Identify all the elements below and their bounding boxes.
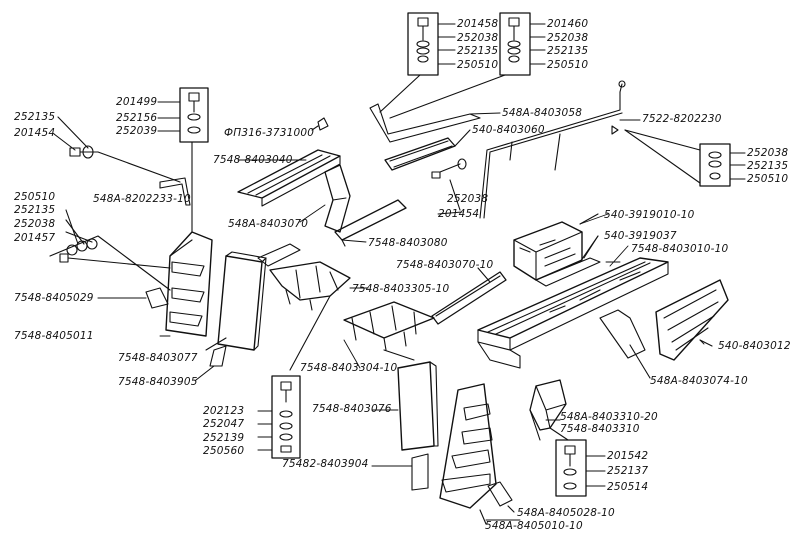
lamp-FP316 bbox=[311, 117, 329, 131]
label-7522-8202230: 7522-8202230 bbox=[642, 113, 722, 125]
panel-8403076 bbox=[397, 361, 439, 451]
panel-540-8403012 bbox=[655, 279, 729, 361]
label-7548-8403304-10: 7548-8403304-10 bbox=[300, 362, 398, 374]
label-201458: 201458 bbox=[457, 18, 499, 30]
label-7548-8403080: 7548-8403080 bbox=[368, 237, 448, 249]
label-548A-8403058: 548А-8403058 bbox=[502, 107, 583, 119]
label-7548-8403040: 7548-8403040 bbox=[213, 154, 293, 166]
label-548A-8403070: 548А-8403070 bbox=[228, 218, 309, 230]
label-252038-b: 252038 bbox=[547, 32, 589, 44]
leader-lines bbox=[159, 159, 705, 521]
label-7548-8403310: 7548-8403310 bbox=[560, 423, 640, 435]
block-8405028 bbox=[487, 481, 515, 513]
bracket-8403070 bbox=[324, 164, 351, 233]
label-252156: 252156 bbox=[116, 112, 158, 124]
label-201457: 201457 bbox=[14, 232, 56, 244]
label-252038-c: 252038 bbox=[747, 147, 789, 159]
fastener-group-left-top bbox=[53, 116, 191, 206]
label-201454-d: 201454 bbox=[438, 208, 480, 220]
footboard-8403040 bbox=[237, 149, 341, 207]
fastener-group-202123 bbox=[257, 375, 301, 459]
panel-8403074 bbox=[599, 309, 651, 379]
fastener-group-201542 bbox=[555, 439, 606, 497]
label-75482-8403904: 75482-8403904 bbox=[282, 458, 369, 470]
piece-8403905 bbox=[195, 345, 227, 381]
label-250510-c: 250510 bbox=[747, 173, 789, 185]
fastener-group-left bbox=[49, 209, 171, 291]
fastener-group-right bbox=[699, 143, 746, 187]
label-548A-8403310-20: 548А-8403310-20 bbox=[560, 411, 658, 423]
bracket-8403058 bbox=[369, 103, 501, 143]
label-201542: 201542 bbox=[607, 450, 649, 462]
label-7548-8403905: 7548-8403905 bbox=[118, 376, 198, 388]
bar-8403904 bbox=[371, 453, 429, 491]
label-202123: 202123 bbox=[203, 405, 245, 417]
fastener-group-201499 bbox=[157, 87, 209, 233]
label-540-8403060: 540-8403060 bbox=[472, 124, 545, 136]
panel-8403010 bbox=[477, 257, 669, 369]
label-252135-l2: 252135 bbox=[14, 204, 56, 216]
label-252135-a: 252135 bbox=[457, 45, 499, 57]
rod-7522-8202230 bbox=[479, 80, 701, 219]
label-540-3919037: 540-3919037 bbox=[604, 230, 677, 242]
label-201454-l: 201454 bbox=[14, 127, 56, 139]
block-8405029 bbox=[97, 287, 169, 309]
label-548A-8405028-10: 548А-8405028-10 bbox=[517, 507, 615, 519]
box-540-3919010 bbox=[513, 213, 599, 281]
label-252135-c: 252135 bbox=[747, 160, 789, 172]
label-252038-d: 252038 bbox=[447, 193, 489, 205]
label-250560: 250560 bbox=[203, 445, 245, 457]
label-548A-8403074-10: 548А-8403074-10 bbox=[650, 375, 748, 387]
label-7548-8403305-10: 7548-8403305-10 bbox=[352, 283, 450, 295]
label-252038-a: 252038 bbox=[457, 32, 499, 44]
label-201499: 201499 bbox=[116, 96, 158, 108]
label-FP316-3731000: ФП316-3731000 bbox=[224, 127, 315, 139]
label-7548-8403076: 7548-8403076 bbox=[312, 403, 392, 415]
label-252139: 252139 bbox=[203, 432, 245, 444]
label-250510-b: 250510 bbox=[547, 59, 589, 71]
label-7548-8403070-10: 7548-8403070-10 bbox=[396, 259, 494, 271]
bracket-8403310 bbox=[529, 379, 569, 441]
label-250514: 250514 bbox=[607, 481, 649, 493]
ladder-8405011 bbox=[165, 231, 213, 337]
label-548A-8405010-10: 548А-8405010-10 bbox=[485, 520, 583, 532]
bolt-center bbox=[431, 158, 467, 211]
label-252047: 252047 bbox=[203, 418, 245, 430]
label-7548-8405029: 7548-8405029 bbox=[14, 292, 94, 304]
frame-8403305 bbox=[257, 243, 369, 371]
plate-8403080 bbox=[334, 199, 407, 247]
label-548A-8202233-10: 548А-8202233-10 bbox=[93, 193, 191, 205]
label-540-3919010-10: 540-3919010-10 bbox=[604, 209, 695, 221]
panel-8403077 bbox=[205, 251, 267, 351]
label-7548-8403077: 7548-8403077 bbox=[118, 352, 198, 364]
rail-8403070 bbox=[431, 267, 507, 325]
label-252135-b: 252135 bbox=[547, 45, 589, 57]
label-250510-l: 250510 bbox=[14, 191, 56, 203]
plate-8403060 bbox=[384, 129, 471, 171]
label-201460: 201460 bbox=[547, 18, 589, 30]
label-540-8403012: 540-8403012 bbox=[718, 340, 791, 352]
label-250510-a: 250510 bbox=[457, 59, 499, 71]
label-7548-8403010-10: 7548-8403010-10 bbox=[631, 243, 729, 255]
label-7548-8405011: 7548-8405011 bbox=[14, 330, 94, 342]
ladder-8405010 bbox=[439, 383, 497, 525]
frame-8403304 bbox=[343, 301, 435, 361]
label-252038-l: 252038 bbox=[14, 218, 56, 230]
fastener-group-top-1 bbox=[379, 12, 546, 119]
label-252135-l: 252135 bbox=[14, 111, 56, 123]
label-252137: 252137 bbox=[607, 465, 649, 477]
label-252039: 252039 bbox=[116, 125, 158, 137]
